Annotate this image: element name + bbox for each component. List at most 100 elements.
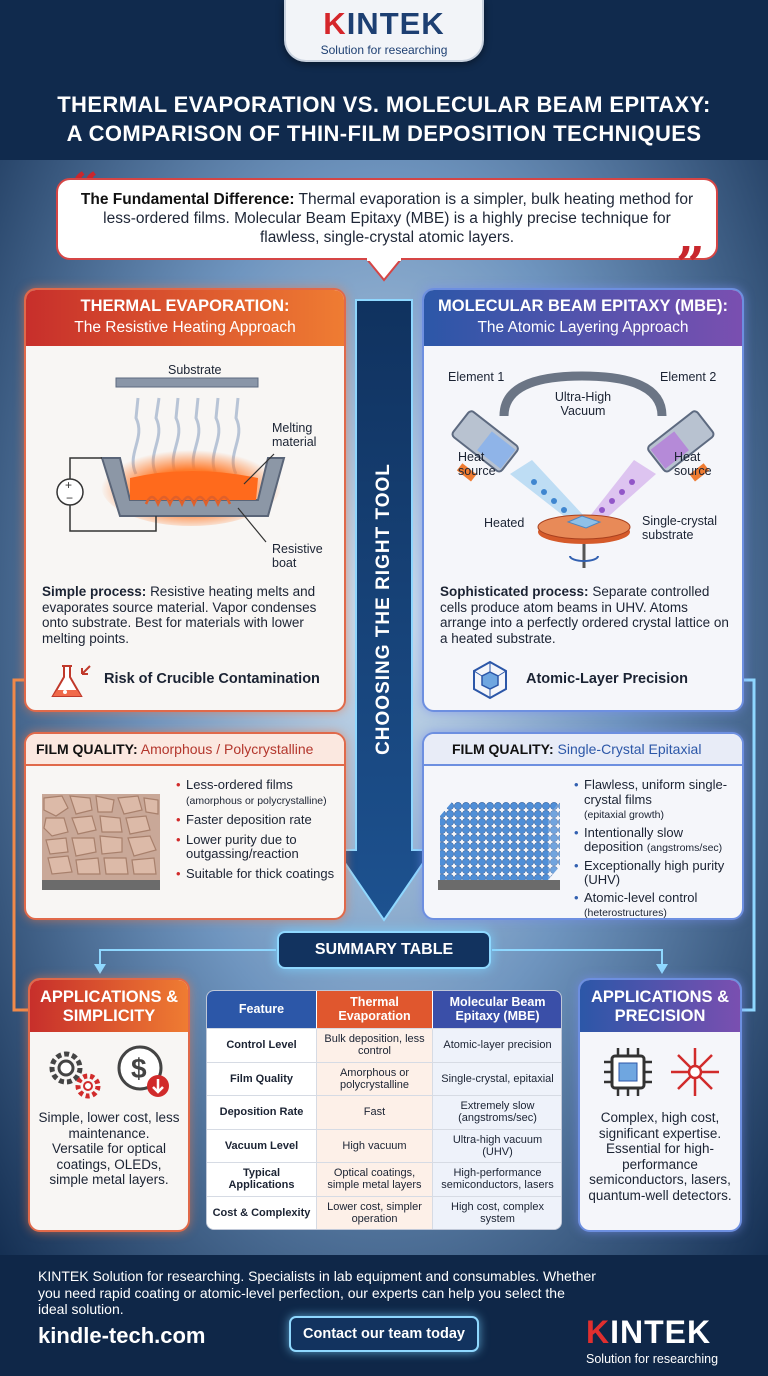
film-thermal-bullet: Less-ordered films(amorphous or polycrys… xyxy=(186,777,327,807)
table-cell: Extremely slow (angstroms/sec) xyxy=(433,1096,561,1130)
flask-icon xyxy=(51,665,91,697)
app-left-text: Simple, lower cost, less maintenance. Ve… xyxy=(36,1110,182,1188)
center-label: CHOOSING THE RIGHT TOOL xyxy=(373,463,394,755)
table-cell: Fast xyxy=(317,1096,433,1130)
single-crystal-film-illustration xyxy=(438,802,560,890)
brand-tagline: Solution for researching xyxy=(320,43,448,57)
table-feature-cell: Vacuum Level xyxy=(207,1129,317,1163)
film-thermal-bullets: Less-ordered films(amorphous or polycrys… xyxy=(186,777,342,881)
table-cell: Optical coatings, simple metal layers xyxy=(317,1163,433,1197)
heat-source-2-label: Heat source xyxy=(674,450,712,478)
brand-logo-tab: KINTEK Solution for researching xyxy=(284,0,484,62)
film-quality-thermal-card: FILM QUALITY: Amorphous / Polycrystallin… xyxy=(24,732,346,920)
dollar-down-icon: $ xyxy=(117,1045,169,1097)
film-thermal-bullet: Lower purity due to outgassing/reaction xyxy=(186,831,299,861)
element2-label: Element 2 xyxy=(660,370,717,384)
website-link[interactable]: kindle-tech.com xyxy=(38,1323,206,1348)
thermal-process-text: Simple process: Resistive heating melts … xyxy=(42,584,338,646)
resistive-boat-label: Resistive boat xyxy=(272,542,323,570)
app-right-text1: Complex, high cost, significant expertis… xyxy=(598,1110,722,1141)
melting-material-label: Melting material xyxy=(272,421,317,449)
app-right-text: Complex, high cost, significant expertis… xyxy=(586,1110,734,1203)
table-header-cell: Feature xyxy=(207,991,317,1029)
applications-simplicity-card: APPLICATIONS & SIMPLICITY $ Simple, lowe… xyxy=(28,978,190,1232)
mbe-subtitle: The Atomic Layering Approach xyxy=(477,319,689,336)
page-title-line1: THERMAL EVAPORATION VS. MOLECULAR BEAM E… xyxy=(57,92,711,117)
table-feature-cell: Cost & Complexity xyxy=(207,1196,317,1229)
terminal-plus: + xyxy=(65,478,72,492)
heat-source-1-label: Heat source xyxy=(458,450,496,478)
applications-precision-card: APPLICATIONS & PRECISION Complex, high c… xyxy=(578,978,742,1232)
thermal-process-lead: Simple process: xyxy=(42,584,147,599)
page-title-line2: A COMPARISON OF THIN-FILM DEPOSITION TEC… xyxy=(66,121,702,146)
table-cell: Amorphous or polycrystalline xyxy=(317,1062,433,1096)
atomic-precision: Atomic-Layer Precision xyxy=(526,671,688,687)
app-right-text2: Essential for high-performance semicondu… xyxy=(588,1141,732,1203)
app-left-title1: APPLICATIONS & xyxy=(39,988,179,1006)
film-thermal-type: Amorphous / Polycrystalline xyxy=(140,741,314,757)
table-cell: Atomic-layer precision xyxy=(433,1029,561,1063)
table-cell: Lower cost, simpler operation xyxy=(317,1196,433,1229)
svg-text:$: $ xyxy=(131,1053,147,1084)
quote-lead: The Fundamental Difference: xyxy=(80,191,295,208)
table-cell: High vacuum xyxy=(317,1129,433,1163)
table-header-cell: Thermal Evaporation xyxy=(317,991,433,1029)
terminal-minus: − xyxy=(66,491,73,505)
contamination-risk: Risk of Crucible Contamination xyxy=(104,671,320,687)
film-thermal-bullet: Suitable for thick coatings xyxy=(186,865,335,881)
table-feature-cell: Control Level xyxy=(207,1029,317,1063)
table-header-cell: Molecular Beam Epitaxy (MBE) xyxy=(433,991,561,1029)
mbe-process-text: Sophisticated process: Separate controll… xyxy=(440,584,736,646)
thermal-header: THERMAL EVAPORATION: The Resistive Heati… xyxy=(26,290,344,346)
chip-icon xyxy=(604,1048,652,1096)
close-quote-icon: ” xyxy=(676,235,705,294)
table-cell: High cost, complex system xyxy=(433,1196,561,1229)
polycrystalline-film-illustration xyxy=(42,794,160,890)
key-difference-quote: The Fundamental Difference: Thermal evap… xyxy=(56,178,718,260)
summary-table-label: SUMMARY TABLE xyxy=(277,931,491,969)
table-cell: Single-crystal, epitaxial xyxy=(433,1062,561,1096)
film-quality-mbe-card: FILM QUALITY: Single-Crystal Epitaxial F… xyxy=(422,732,744,920)
table-feature-cell: Deposition Rate xyxy=(207,1096,317,1130)
film-thermal-lead: FILM QUALITY: xyxy=(36,741,138,757)
mbe-process-lead: Sophisticated process: xyxy=(440,584,589,599)
substrate-label: Substrate xyxy=(168,363,222,377)
contact-button[interactable]: Contact our team today xyxy=(289,1316,479,1352)
mbe-diagram xyxy=(451,371,715,568)
table-cell: High-performance semiconductors, lasers xyxy=(433,1163,561,1197)
app-right-title2: PRECISION xyxy=(614,1007,706,1025)
brand-logo-rest: INTEK xyxy=(346,6,445,41)
cube-icon xyxy=(473,660,507,700)
mbe-process-body: Separate controlled cells produce atom b… xyxy=(440,584,729,646)
footer-logo-rest: INTEK xyxy=(610,1314,712,1350)
app-right-header: APPLICATIONS & PRECISION xyxy=(580,980,740,1032)
laser-icon xyxy=(671,1048,719,1096)
film-thermal-header: FILM QUALITY: Amorphous / Polycrystallin… xyxy=(26,734,344,766)
film-mbe-title: FILM QUALITY: Single-Crystal Epitaxial xyxy=(452,741,701,757)
mbe-title: MOLECULAR BEAM EPITAXY (MBE): xyxy=(438,297,728,315)
footer-logo: KINTEK xyxy=(586,1314,712,1350)
gears-icon xyxy=(49,1051,101,1099)
single-crystal-substrate-label: Single-crystal substrate xyxy=(642,514,718,542)
table-cell: Bulk deposition, less control xyxy=(317,1029,433,1063)
uhv-label: Ultra-High Vacuum xyxy=(554,390,612,418)
film-mbe-bullet: Atomic-level control(heterostructures) xyxy=(584,889,698,919)
thermal-subtitle: The Resistive Heating Approach xyxy=(74,319,296,336)
footer-tagline: Solution for researching xyxy=(586,1352,719,1366)
element1-label: Element 1 xyxy=(448,370,505,384)
film-mbe-bullet: Exceptionally high purity (UHV) xyxy=(584,857,725,887)
table-cell: Ultra-high vacuum (UHV) xyxy=(433,1129,561,1163)
app-right-title1: APPLICATIONS & xyxy=(590,988,730,1006)
footer-text: KINTEK Solution for researching. Special… xyxy=(38,1268,596,1317)
film-mbe-type: Single-Crystal Epitaxial xyxy=(557,741,702,757)
film-mbe-bullet: Intentionally slow deposition (angstroms… xyxy=(584,824,723,854)
mbe-header: MOLECULAR BEAM EPITAXY (MBE): The Atomic… xyxy=(424,290,742,346)
table-feature-cell: Typical Applications xyxy=(207,1163,317,1197)
quote-pointer xyxy=(364,258,404,282)
film-mbe-bullet: Flawless, uniform single-crystal films(e… xyxy=(584,777,728,821)
heated-label: Heated xyxy=(484,516,525,530)
film-thermal-bullet: Faster deposition rate xyxy=(186,812,312,827)
brand-logo: KINTEK xyxy=(323,6,445,41)
thermal-title: THERMAL EVAPORATION: xyxy=(80,297,290,315)
